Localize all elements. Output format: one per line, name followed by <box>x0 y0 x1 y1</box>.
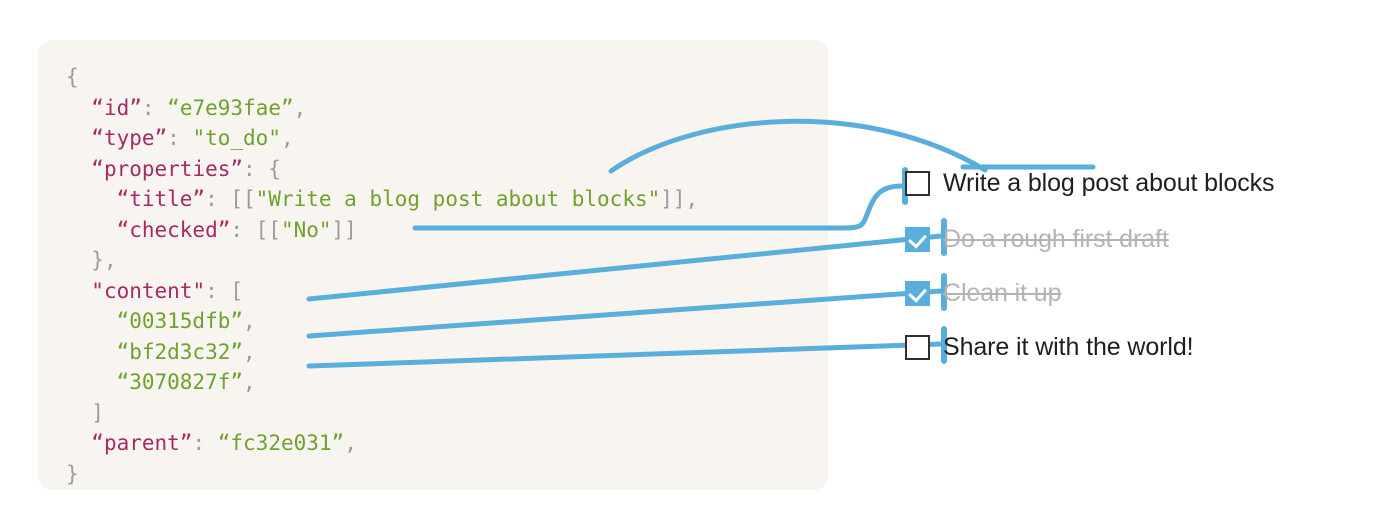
code-indent <box>66 340 117 364</box>
checklist-item-1-label: Do a rough first draft <box>943 224 1169 253</box>
code-indent <box>66 370 117 394</box>
code-token-pun: , <box>344 431 357 455</box>
code-indent <box>66 401 91 425</box>
checklist-item-2[interactable]: Clean it up <box>905 276 1062 310</box>
checkbox-unchecked-icon[interactable] <box>905 334 930 360</box>
code-token-str: “fc32e031” <box>217 431 345 455</box>
code-token-str: "to_do" <box>192 126 281 150</box>
code-token-pun: , <box>243 339 256 364</box>
code-token-pun: , <box>243 370 256 394</box>
code-line-2: “type”: "to_do", <box>66 123 698 154</box>
code-line-11: ] <box>66 398 698 429</box>
code-token-pun: : <box>167 126 193 150</box>
code-line-0: { <box>66 62 698 93</box>
code-token-key: “id” <box>91 95 142 120</box>
code-token-str: “3070827f” <box>116 370 244 394</box>
code-token-key: “type” <box>91 126 168 150</box>
code-indent <box>66 279 91 303</box>
json-code-block: { “id”: “e7e93fae”, “type”: "to_do", “pr… <box>66 62 698 489</box>
code-token-pun: , <box>293 95 307 120</box>
code-line-1: “id”: “e7e93fae”, <box>66 93 698 124</box>
code-line-5: “checked”: [["No"]] <box>66 215 698 246</box>
code-token-key: “properties” <box>91 156 244 181</box>
code-token-key: “title” <box>116 187 206 211</box>
checkbox-checked-icon[interactable] <box>905 280 930 306</box>
code-token-pun: }, <box>91 248 117 272</box>
code-token-key: “parent” <box>91 431 193 455</box>
code-line-9: “bf2d3c32”, <box>66 337 698 368</box>
checkbox-unchecked-icon[interactable] <box>905 170 930 196</box>
code-token-pun: ] <box>91 400 104 425</box>
checkbox-checked-icon[interactable] <box>905 226 930 252</box>
code-token-pun: ]] <box>331 217 357 242</box>
code-indent <box>66 187 117 211</box>
code-token-pun: ]], <box>660 187 699 211</box>
checklist-item-3-label: Share it with the world! <box>943 332 1194 361</box>
code-token-pun: : <box>141 95 168 120</box>
code-token-pun: } <box>66 461 79 486</box>
code-token-str: “bf2d3c32” <box>116 339 244 364</box>
code-token-pun: , <box>243 309 256 333</box>
code-line-7: "content": [ <box>66 276 698 307</box>
code-token-pun: { <box>66 65 79 89</box>
json-code-panel: { “id”: “e7e93fae”, “type”: "to_do", “pr… <box>38 40 828 490</box>
code-line-8: “00315dfb”, <box>66 306 698 337</box>
code-indent <box>66 157 91 181</box>
code-token-str: "Write a blog post about blocks" <box>255 187 661 211</box>
code-line-3: “properties”: { <box>66 154 698 185</box>
code-indent <box>66 96 91 120</box>
code-line-12: “parent”: “fc32e031”, <box>66 428 698 459</box>
code-token-pun: , <box>280 126 294 150</box>
code-indent <box>66 248 91 272</box>
checklist-item-1[interactable]: Do a rough first draft <box>905 222 1169 256</box>
code-token-key: "content" <box>91 278 206 303</box>
code-indent <box>66 309 117 333</box>
code-indent <box>66 126 91 150</box>
code-token-pun: : [[ <box>205 187 256 211</box>
checklist-item-3[interactable]: Share it with the world! <box>905 330 1194 364</box>
checklist-item-2-label: Clean it up <box>943 278 1062 307</box>
code-token-pun: : [[ <box>230 217 281 242</box>
code-indent <box>66 218 117 242</box>
code-line-6: }, <box>66 245 698 276</box>
code-token-key: “checked” <box>116 217 231 242</box>
code-token-pun: : <box>192 431 218 455</box>
checklist-item-0[interactable]: Write a blog post about blocks <box>905 166 1275 200</box>
code-token-pun: : [ <box>205 278 244 303</box>
code-token-pun: : { <box>243 156 281 181</box>
code-line-13: } <box>66 459 698 490</box>
code-token-str: “00315dfb” <box>116 309 244 333</box>
code-line-10: “3070827f”, <box>66 367 698 398</box>
code-token-str: “e7e93fae” <box>167 95 294 120</box>
code-token-str: "No" <box>280 217 332 242</box>
code-indent <box>66 431 91 455</box>
checklist-item-0-label: Write a blog post about blocks <box>943 168 1275 197</box>
code-line-4: “title”: [["Write a blog post about bloc… <box>66 184 699 215</box>
